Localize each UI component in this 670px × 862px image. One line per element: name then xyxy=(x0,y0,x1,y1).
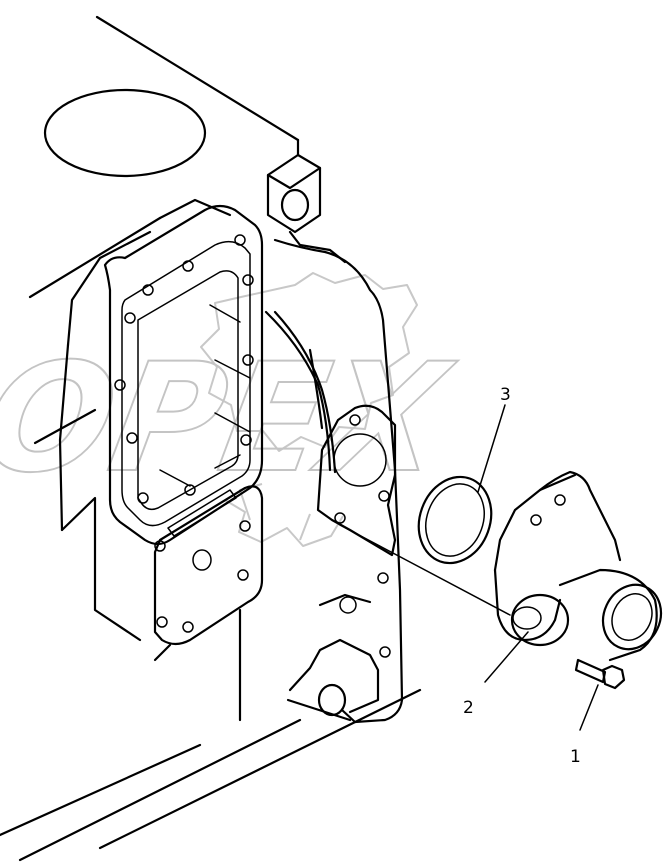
callout-3: 3 xyxy=(500,385,511,405)
water-outlet-housing xyxy=(493,470,663,662)
callout-2: 2 xyxy=(463,698,474,718)
watermark: OPEX xyxy=(0,272,465,547)
cylinder-bore-opening xyxy=(43,88,207,178)
timing-gear-housing xyxy=(264,238,404,724)
front-cover-plate xyxy=(103,204,264,546)
engine-block xyxy=(0,15,422,862)
callout-leaders xyxy=(477,404,599,731)
leader-line-3 xyxy=(477,404,506,493)
outlet-mounting-flange xyxy=(316,404,511,616)
lower-mount-plate xyxy=(153,485,264,646)
o-ring-seal xyxy=(417,475,493,565)
callout-1: 1 xyxy=(570,747,581,767)
leader-line-1 xyxy=(579,684,599,731)
leader-line-2 xyxy=(484,631,529,683)
boss-port xyxy=(280,188,310,222)
bolt xyxy=(574,658,626,690)
